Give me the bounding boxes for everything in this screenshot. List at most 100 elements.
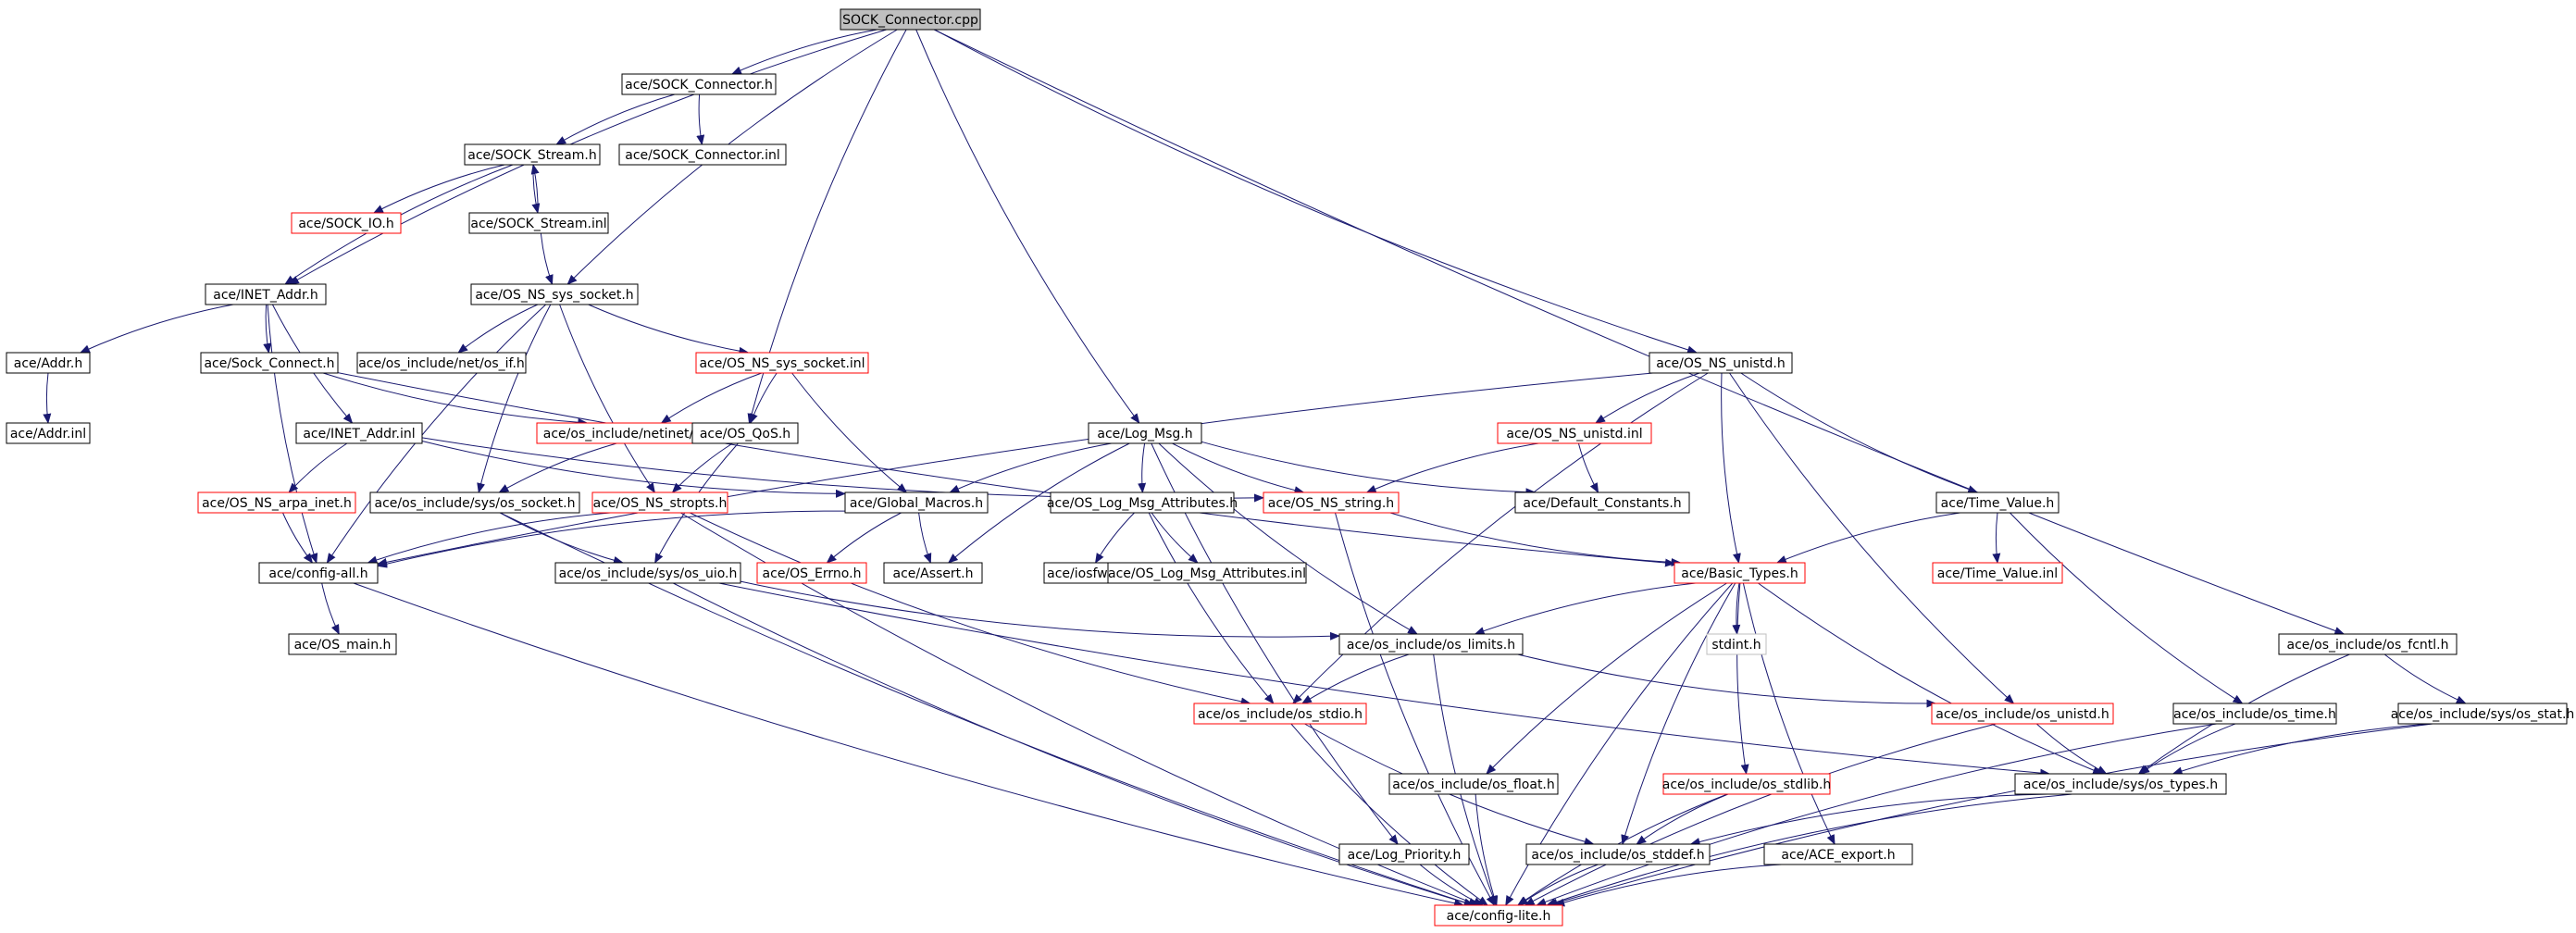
edge-global_macros_h-to-config_all_h (377, 510, 846, 568)
node-layer: SOCK_Connector.cpp ace/SOCK_Connector.hac… (6, 8, 2575, 927)
node-os-fcntl-h[interactable]: ace/os_include/os_fcntl.h (2278, 633, 2458, 655)
node-sock-io-h[interactable]: ace/SOCK_IO.h (291, 212, 402, 234)
node-label: ace/Time_Value.h (1941, 496, 2055, 511)
node-box (464, 143, 601, 166)
node-log-msg-h[interactable]: ace/Log_Msg.h (1088, 422, 1202, 444)
node-os-errno-h[interactable]: ace/OS_Errno.h (756, 562, 867, 584)
node-ace-export-h[interactable]: ace/ACE_export.h (1763, 843, 1913, 865)
edge-inet_addr_inl-to-global_macros_h (421, 441, 846, 498)
node-sys-os-stat-h[interactable]: ace/os_include/sys/os_stat.h (2391, 703, 2575, 725)
edge-os_ns_sys_socket_h-to-config_all_h (326, 304, 547, 564)
node-os-qos-h[interactable]: ace/OS_QoS.h (691, 422, 799, 444)
node-label: ace/SOCK_Connector.inl (625, 148, 780, 163)
node-sys-os-types-h[interactable]: ace/os_include/sys/os_types.h (2014, 773, 2227, 795)
node-box (6, 352, 91, 374)
node-log-priority-h[interactable]: ace/Log_Priority.h (1338, 843, 1470, 865)
node-os-log-msg-attr-inl[interactable]: ace/OS_Log_Msg_Attributes.inl (1107, 562, 1307, 584)
node-label: ace/Log_Msg.h (1097, 427, 1192, 442)
node-global-macros-h[interactable]: ace/Global_Macros.h (844, 491, 989, 514)
node-box (591, 491, 728, 514)
node-time-value-h[interactable]: ace/Time_Value.h (1935, 491, 2060, 514)
node-label: ace/Basic_Types.h (1681, 566, 1798, 581)
node-os-time-h[interactable]: ace/os_include/os_time.h (2172, 703, 2337, 725)
node-time-value-inl[interactable]: ace/Time_Value.inl (1932, 562, 2063, 584)
node-os-float-h[interactable]: ace/os_include/os_float.h (1388, 773, 1559, 795)
node-os-limits-h[interactable]: ace/os_include/os_limits.h (1338, 633, 1524, 655)
node-sock-connector-h[interactable]: ace/SOCK_Connector.h (621, 73, 777, 95)
node-sock-connect-h[interactable]: ace/Sock_Connect.h (200, 352, 339, 374)
edge-sock_connector_h-to-sock_connector_inl (696, 93, 705, 145)
node-config-all-h[interactable]: ace/config-all.h (258, 562, 379, 584)
node-inet-addr-h[interactable]: ace/INET_Addr.h (205, 283, 327, 305)
node-sys-os-socket-h[interactable]: ace/os_include/sys/os_socket.h (369, 491, 580, 514)
node-addr-inl[interactable]: ace/Addr.inl (6, 422, 91, 444)
node-addr-h[interactable]: ace/Addr.h (6, 352, 91, 374)
node-os-stdlib-h[interactable]: ace/os_include/os_stdlib.h (1662, 773, 1831, 795)
edge-os_ns_sys_socket_h-to-net_if_h (457, 304, 539, 354)
edge-os_ns_sys_socket_inl-to-netinet_in_h (660, 372, 763, 424)
node-box (470, 283, 639, 305)
edge-os_log_msg_attr_h-to-os_stdio_h (1148, 512, 1275, 704)
node-inet-addr-inl[interactable]: ace/INET_Addr.inl (295, 422, 423, 444)
node-os-main-h[interactable]: ace/OS_main.h (288, 633, 397, 655)
node-box (2172, 703, 2337, 725)
node-basic-types-h[interactable]: ace/Basic_Types.h (1674, 562, 1806, 584)
node-os-ns-sys-socket-inl[interactable]: ace/OS_NS_sys_socket.inl (695, 352, 869, 374)
edge-os_fcntl_h-to-sys_os_stat_h (2383, 653, 2467, 704)
node-os-ns-stropts-h[interactable]: ace/OS_NS_stropts.h (591, 491, 728, 514)
node-label: ace/OS_NS_arpa_inet.h (202, 496, 352, 511)
edge-ace_export_h-to-config_lite_h (1554, 864, 1782, 907)
node-assert-h[interactable]: ace/Assert.h (883, 562, 983, 584)
node-os-unistd-h[interactable]: ace/os_include/os_unistd.h (1931, 703, 2114, 725)
node-root[interactable]: SOCK_Connector.cpp (840, 8, 981, 31)
edge-basic_types_h-to-os_float_h (1486, 582, 1727, 775)
node-os-ns-unistd-inl[interactable]: ace/OS_NS_unistd.inl (1497, 422, 1652, 444)
edge-os_ns_unistd_h-to-os_ns_unistd_inl (1595, 372, 1700, 424)
node-box (1107, 562, 1307, 584)
node-os-ns-sys-socket-h[interactable]: ace/OS_NS_sys_socket.h (470, 283, 639, 305)
edge-sys_os_uio_h-to-sys_os_types_h (718, 582, 2051, 778)
edge-root-to-os_fcntl_h (933, 29, 2346, 635)
node-label: ace/os_include/os_stddef.h (1531, 848, 1704, 863)
node-os-ns-arpa-inet-h[interactable]: ace/OS_NS_arpa_inet.h (197, 491, 356, 514)
node-label: ace/OS_QoS.h (700, 427, 790, 442)
edge-basic_types_h-to-stdint_h (1732, 582, 1741, 635)
edge-os_limits_h-to-os_unistd_h (1517, 653, 1937, 708)
node-sock-stream-h[interactable]: ace/SOCK_Stream.h (464, 143, 601, 166)
node-stdint-h[interactable]: stdint.h (1706, 633, 1767, 655)
edge-os_stdio_h-to-config_lite_h (1290, 723, 1488, 906)
node-label: ace/OS_NS_sys_socket.h (475, 288, 633, 303)
node-label: ace/SOCK_Stream.h (467, 148, 596, 163)
node-os-stddef-h[interactable]: ace/os_include/os_stddef.h (1525, 843, 1711, 865)
edge-os_ns_unistd_inl-to-os_ns_string_h (1365, 442, 1539, 493)
edge-os_ns_unistd_h-to-config_all_h (377, 372, 1653, 566)
node-os-ns-string-h[interactable]: ace/OS_NS_string.h (1263, 491, 1400, 514)
node-box (356, 352, 527, 374)
node-os-log-msg-attr-h[interactable]: ace/OS_Log_Msg_Attributes.h (1047, 491, 1238, 514)
edge-os_float_h-to-config_lite_h (1475, 793, 1499, 906)
node-box (1050, 491, 1235, 514)
node-os-ns-unistd-h[interactable]: ace/OS_NS_unistd.h (1649, 352, 1793, 374)
node-box (291, 212, 402, 234)
node-config-lite-h[interactable]: ace/config-lite.h (1434, 904, 1563, 927)
edge-os_ns_unistd_h-to-time_value_h (1740, 372, 1979, 493)
node-label: ace/Global_Macros.h (850, 496, 983, 511)
node-label: ace/os_include/os_stdlib.h (1662, 778, 1831, 792)
node-label: ace/ACE_export.h (1781, 848, 1895, 863)
node-sock-connector-inl[interactable]: ace/SOCK_Connector.inl (618, 143, 787, 166)
node-label: ace/INET_Addr.h (213, 288, 318, 303)
node-default-constants-h[interactable]: ace/Default_Constants.h (1514, 491, 1690, 514)
node-sock-stream-inl[interactable]: ace/SOCK_Stream.inl (468, 212, 609, 234)
edge-log_msg_h-to-global_macros_h (949, 442, 1112, 493)
node-label: ace/Time_Value.inl (1937, 566, 2058, 581)
edge-sock_stream_h-to-sock_io_h (373, 164, 505, 214)
node-sys-os-uio-h[interactable]: ace/os_include/sys/os_uio.h (554, 562, 741, 584)
edge-time_value_h-to-time_value_inl (1992, 512, 2001, 564)
node-os-stdio-h[interactable]: ace/os_include/os_stdio.h (1193, 703, 1367, 725)
node-box (1649, 352, 1793, 374)
node-net-if-h[interactable]: ace/os_include/net/os_if.h (356, 352, 527, 374)
edge-log_msg_h-to-os_ns_string_h (1172, 442, 1305, 495)
edge-sock_stream_inl-to-sock_stream_h (530, 164, 540, 214)
edge-os_log_msg_attr_h-to-iosfwd_h (1094, 512, 1135, 564)
node-label: ace/SOCK_Connector.h (625, 78, 773, 93)
